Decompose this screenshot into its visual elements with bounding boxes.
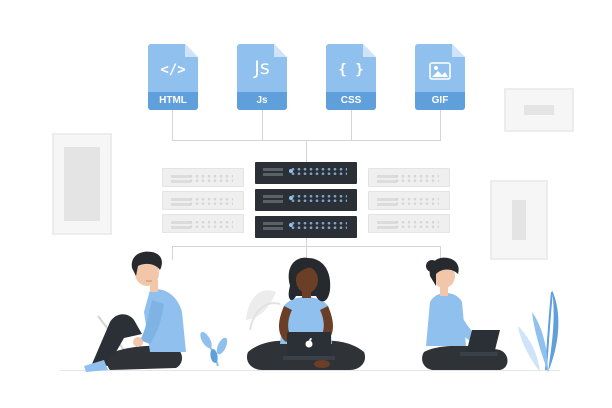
connector-line bbox=[440, 110, 441, 140]
connector-line bbox=[306, 238, 307, 260]
man-with-laptop bbox=[84, 251, 186, 372]
connector-line bbox=[306, 140, 307, 164]
image-icon bbox=[429, 62, 451, 80]
server-rack-right bbox=[368, 168, 450, 234]
server-rack bbox=[255, 162, 357, 238]
js-glyph: Js bbox=[254, 57, 270, 79]
connector-line bbox=[172, 110, 173, 140]
server-unit bbox=[255, 189, 357, 211]
plant-left-icon bbox=[200, 331, 228, 367]
connector-line bbox=[172, 246, 173, 260]
file-label: CSS bbox=[326, 92, 376, 110]
css-file-icon: { } CSS bbox=[326, 44, 376, 110]
file-label: Js bbox=[237, 92, 287, 110]
file-label: GIF bbox=[415, 92, 465, 110]
gif-file-icon: GIF bbox=[415, 44, 465, 110]
code-brackets-icon: </> bbox=[160, 62, 186, 78]
woman-with-laptop-center bbox=[246, 257, 366, 370]
leaf-decoration bbox=[246, 290, 276, 320]
html-file-icon: </> HTML bbox=[148, 44, 198, 110]
wall-frame-top-right bbox=[504, 88, 574, 132]
server-unit bbox=[255, 162, 357, 184]
connector-line bbox=[351, 110, 352, 140]
curly-braces-icon: { } bbox=[338, 62, 364, 78]
woman-with-laptop-right bbox=[422, 257, 508, 370]
file-label: HTML bbox=[148, 92, 198, 110]
wall-frame-right bbox=[490, 180, 548, 260]
plant-right-icon bbox=[518, 290, 559, 372]
floor-line bbox=[60, 370, 560, 371]
connector-line bbox=[440, 246, 441, 260]
wall-frame-left bbox=[52, 133, 112, 235]
server-rack-left bbox=[162, 168, 244, 234]
connector-line bbox=[262, 110, 263, 140]
server-unit bbox=[255, 216, 357, 238]
js-file-icon: Js Js bbox=[237, 44, 287, 110]
